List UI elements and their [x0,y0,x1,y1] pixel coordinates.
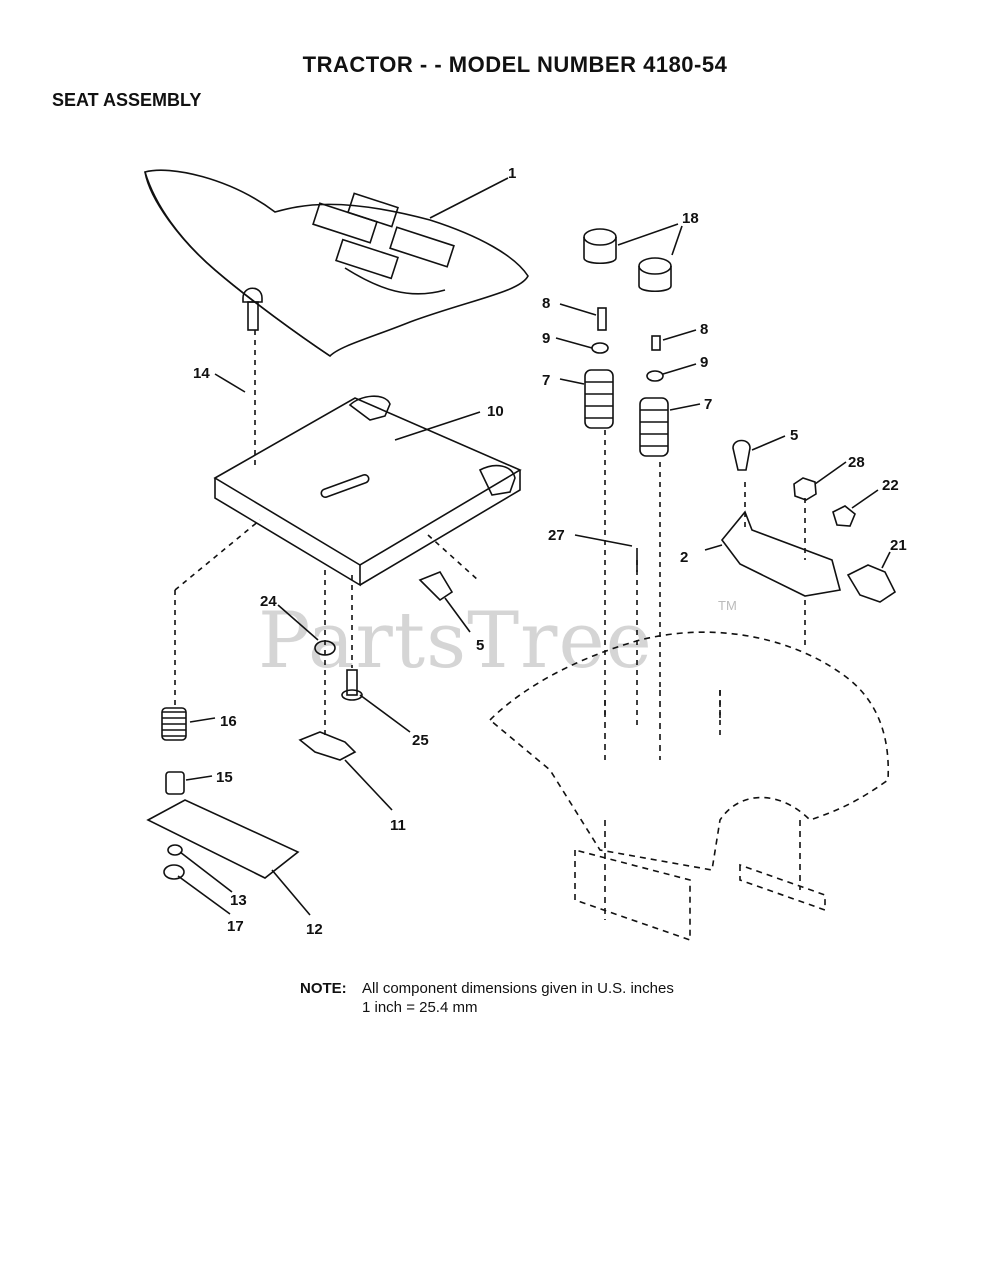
watermark-trademark: TM [718,598,737,613]
knob-21-part [846,564,897,603]
callout-16: 16 [220,713,237,730]
callout-22: 22 [882,477,899,494]
callout-28: 28 [848,454,865,471]
callout-10: 10 [487,403,504,420]
seat-part [143,169,529,358]
callout-18: 18 [682,210,699,227]
callout-25: 25 [412,732,429,749]
note-line-2: 1 inch = 25.4 mm [362,999,478,1016]
section-title: SEAT ASSEMBLY [52,90,202,110]
callout-7-right: 7 [704,396,712,413]
washer-9-left [591,342,609,354]
bolt-8-right [651,335,661,351]
clip-5-right [732,439,751,471]
washer-9-right [646,370,664,382]
bushing-15-part [165,771,185,795]
spring-7-left [584,369,614,429]
knob-11-part [298,731,357,761]
callout-5-right: 5 [790,427,798,444]
bracket-12-part [146,799,300,879]
part-22 [832,505,856,527]
seat-pan-part [213,395,522,587]
page-title: TRACTOR - - MODEL NUMBER 4180-54 [302,52,728,77]
callout-15: 15 [216,769,233,786]
callout-12: 12 [306,921,323,938]
callout-11: 11 [390,817,406,834]
bushing-18-part [583,228,672,293]
callout-8-right: 8 [700,321,708,338]
bolt-8-left [597,307,607,331]
note-label: NOTE: [300,980,347,997]
callout-2: 2 [680,549,688,566]
washer-17 [163,864,185,880]
callout-24: 24 [260,593,277,610]
bolt-14-part [242,287,263,331]
spring-16-part [161,707,187,741]
callout-9-right: 9 [700,354,708,371]
callout-5-left: 5 [476,637,484,654]
nut-28-part [793,477,817,501]
spring-7-right [639,397,669,457]
callout-17: 17 [227,918,244,935]
callout-13: 13 [230,892,247,909]
bracket-2-part [720,510,841,597]
tractor-frame [488,631,890,942]
bolt-25-part [341,669,363,701]
clip-5-left [418,571,454,602]
callout-9-left: 9 [542,330,550,347]
callout-1: 1 [508,165,516,182]
nut-13 [167,844,183,856]
callout-27: 27 [548,527,565,544]
callout-7-left: 7 [542,372,550,389]
assembly-lines [174,330,806,735]
callout-8-left: 8 [542,295,550,312]
callout-21: 21 [890,537,907,554]
note-line-1: All component dimensions given in U.S. i… [362,980,674,997]
callout-14: 14 [193,365,210,382]
